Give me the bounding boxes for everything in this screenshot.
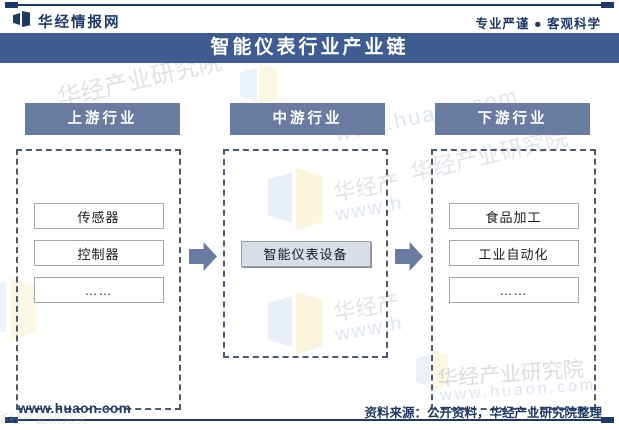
top-rule xyxy=(5,2,614,8)
page-title: 智能仪表行业产业链 xyxy=(0,33,619,63)
huajing-logo-icon xyxy=(13,11,33,27)
bottom-rule xyxy=(5,417,614,423)
upstream-item: …… xyxy=(33,277,164,303)
header-slogan: 专业严谨 ● 客观科学 xyxy=(475,17,601,31)
footer-website: www.huaon.com xyxy=(18,401,132,416)
brand-name: 华经情报网 xyxy=(38,15,121,31)
midstream-group-box: 智能仪表设备 xyxy=(223,149,388,358)
bottom-rule-left-cap xyxy=(5,417,18,423)
arrow-right-icon xyxy=(189,242,217,271)
upstream-item: 传感器 xyxy=(33,203,164,229)
upstream-item: 控制器 xyxy=(33,240,164,266)
column-header-upstream: 上游行业 xyxy=(25,103,180,135)
midstream-item: 智能仪表设备 xyxy=(240,240,371,267)
downstream-item: 工业自动化 xyxy=(448,240,579,266)
bottom-rule-right-cap xyxy=(601,417,614,423)
downstream-group-box: 食品加工 工业自动化 …… xyxy=(431,149,596,410)
column-header-downstream: 下游行业 xyxy=(435,103,590,135)
top-rule-right-cap xyxy=(601,2,614,8)
upstream-group-box: 传感器 控制器 …… xyxy=(16,149,181,410)
footer-source-note: 资料来源：公开资料，华经产业研究院整理 xyxy=(364,406,602,420)
watermark-book-logo xyxy=(240,64,280,104)
column-header-midstream: 中游行业 xyxy=(230,103,385,135)
downstream-item: …… xyxy=(448,277,579,303)
downstream-item: 食品加工 xyxy=(448,203,579,229)
arrow-right-icon xyxy=(395,242,423,271)
top-rule-left-cap xyxy=(5,2,18,8)
